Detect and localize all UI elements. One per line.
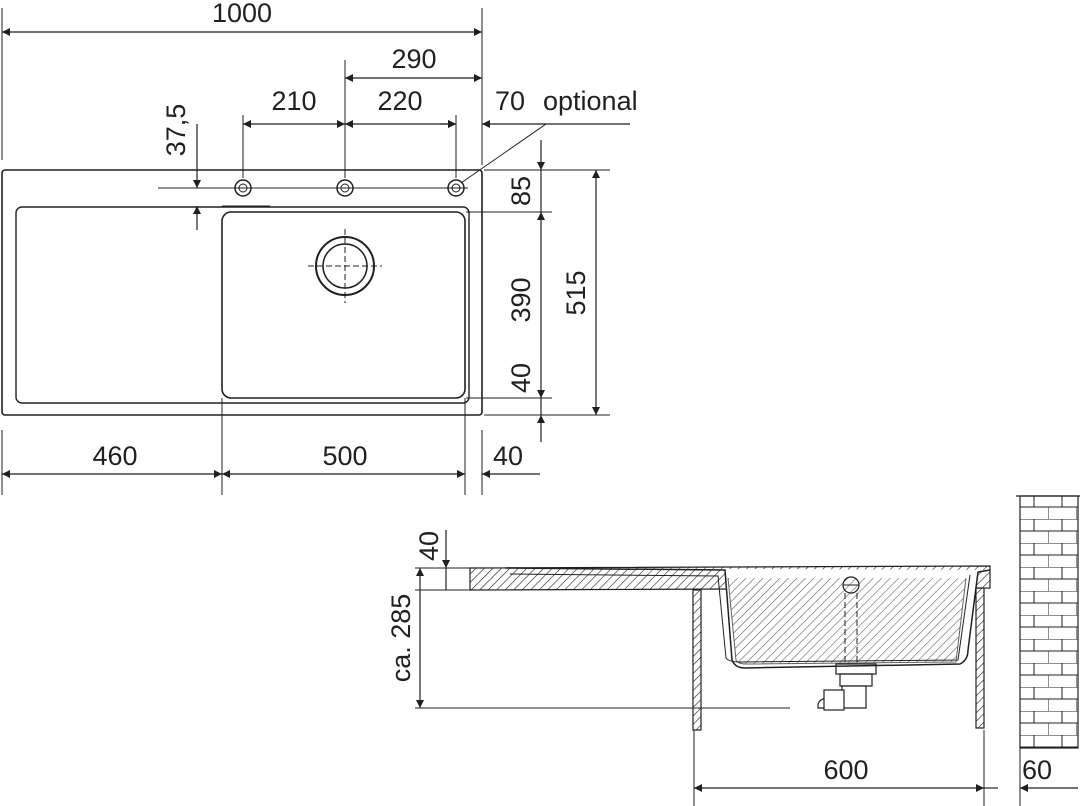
waste-outlet-icon	[308, 229, 382, 303]
dim-optional-offset: 70	[495, 86, 525, 116]
dim-drainer-width: 460	[92, 441, 137, 471]
dim-front-rim: 40	[506, 363, 536, 393]
side-view: 40 ca. 285 600 60	[386, 495, 1080, 806]
dim-hole-spacing-left: 210	[271, 86, 316, 116]
brick-wall	[1019, 495, 1079, 749]
drainer-area	[15, 206, 470, 404]
dim-overall-depth: 515	[561, 270, 591, 315]
dim-hole-row-depth: 85	[506, 176, 536, 206]
dim-bowl-depth: 390	[506, 277, 536, 322]
dim-right-rim: 40	[493, 441, 523, 471]
cabinet-wall-left	[692, 589, 702, 731]
dim-rim-thickness: 40	[414, 531, 444, 561]
sink-outline	[1, 169, 483, 416]
dim-depth-approx: ca. 285	[386, 594, 416, 683]
bowl-outline	[221, 211, 466, 399]
top-view: 1000 290 210 220 70 optional 37,5 85 390	[1, 0, 638, 495]
cabinet-wall-right	[975, 587, 985, 729]
dim-overall-width: 1000	[212, 0, 272, 28]
dim-cabinet-width: 600	[823, 755, 868, 785]
waste-fitting-icon	[817, 663, 877, 711]
dim-tap-to-edge: 290	[391, 44, 436, 74]
overflow-icon	[842, 576, 860, 662]
optional-label: optional	[543, 86, 638, 116]
dim-hole-from-bowl: 37,5	[161, 104, 191, 157]
dim-bowl-width: 500	[322, 441, 367, 471]
dim-wall-gap: 60	[1022, 755, 1052, 785]
dim-hole-spacing-right: 220	[377, 86, 422, 116]
